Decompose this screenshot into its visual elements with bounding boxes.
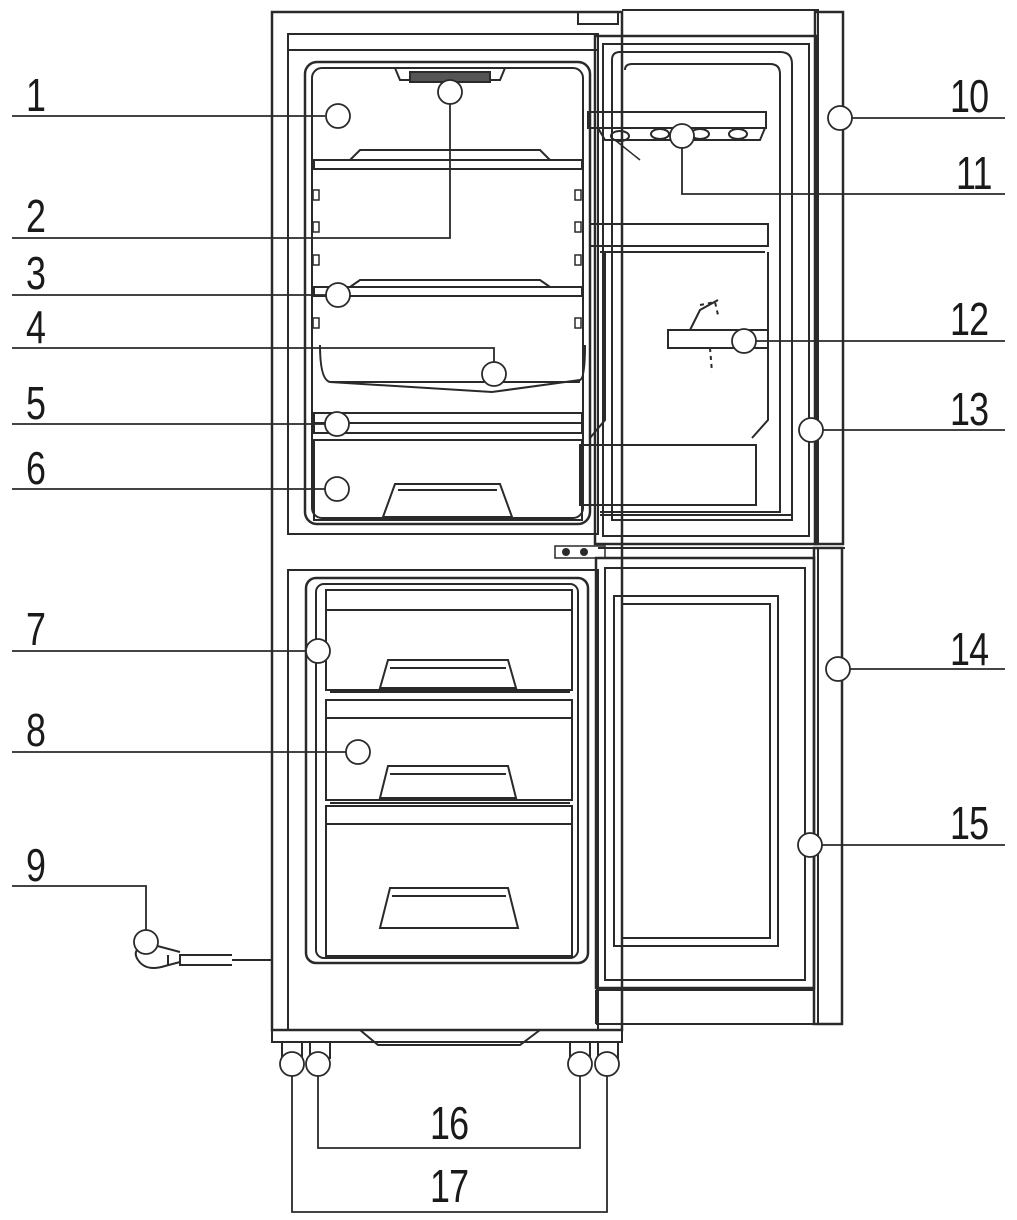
callout-label-16: 16 [430,1097,469,1149]
fridge-compartment [303,60,592,526]
marker-9 [133,929,159,955]
callout-label-15: 15 [950,797,989,849]
marker-5 [324,411,350,437]
callout-label-11: 11 [956,147,992,199]
callout-label-5: 5 [26,377,46,429]
marker-2 [437,79,463,105]
marker-10 [827,105,853,131]
callout-label-10: 10 [950,70,989,122]
callout-label-12: 12 [950,293,989,345]
marker-1 [325,103,351,129]
callout-label-1: 1 [26,69,46,121]
freezer-door [594,546,844,1026]
middle-divider [288,533,845,571]
marker-16a [305,1051,331,1077]
marker-16b [567,1051,593,1077]
callout-label-13: 13 [950,383,989,435]
callout-label-9: 9 [26,839,46,891]
callout-label-6: 6 [26,442,46,494]
callout-label-7: 7 [26,603,46,655]
marker-11 [669,123,695,149]
callout-label-17: 17 [430,1160,469,1212]
marker-3 [325,282,351,308]
marker-7 [305,638,331,664]
marker-15 [797,832,823,858]
marker-17b [594,1051,620,1077]
callout-label-3: 3 [26,247,46,299]
freezer-compartment [287,569,599,1031]
marker-12 [731,328,757,354]
marker-8 [345,739,371,765]
callout-markers [133,79,853,1077]
fridge-door [579,9,845,546]
marker-14 [825,656,851,682]
marker-4 [481,361,507,387]
leader-lines [12,104,1005,1213]
callout-label-14: 14 [950,623,989,675]
callout-label-2: 2 [26,190,46,242]
marker-6 [324,476,350,502]
marker-13 [798,417,824,443]
callout-label-4: 4 [26,301,46,353]
callout-label-8: 8 [26,704,46,756]
marker-17a [279,1051,305,1077]
